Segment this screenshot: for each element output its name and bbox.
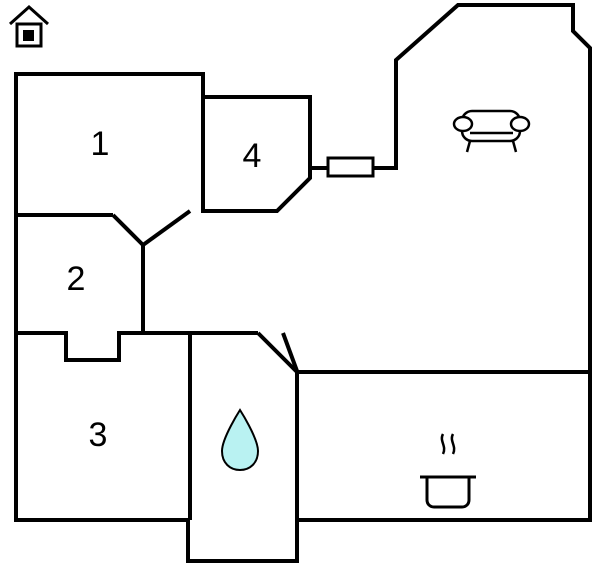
house-icon: [8, 4, 50, 48]
room-number-3: 3: [89, 416, 108, 454]
water-drop-icon: [220, 408, 260, 472]
door-icon: [326, 156, 375, 178]
interior-wall-room4: [201, 97, 312, 213]
room-number-2: 2: [67, 260, 86, 298]
stove-pot-icon: [420, 433, 476, 509]
outer-wall: [14, 3, 592, 563]
room-number-1: 1: [91, 125, 110, 163]
room-number-4: 4: [243, 137, 262, 175]
interior-wall-diagonal-right: [141, 209, 192, 247]
sofa-icon: [452, 109, 531, 153]
interior-wall-room2-bottom: [16, 331, 190, 362]
interior-wall-bath-diag: [256, 331, 299, 374]
interior-wall-diagonal-left: [111, 213, 145, 247]
